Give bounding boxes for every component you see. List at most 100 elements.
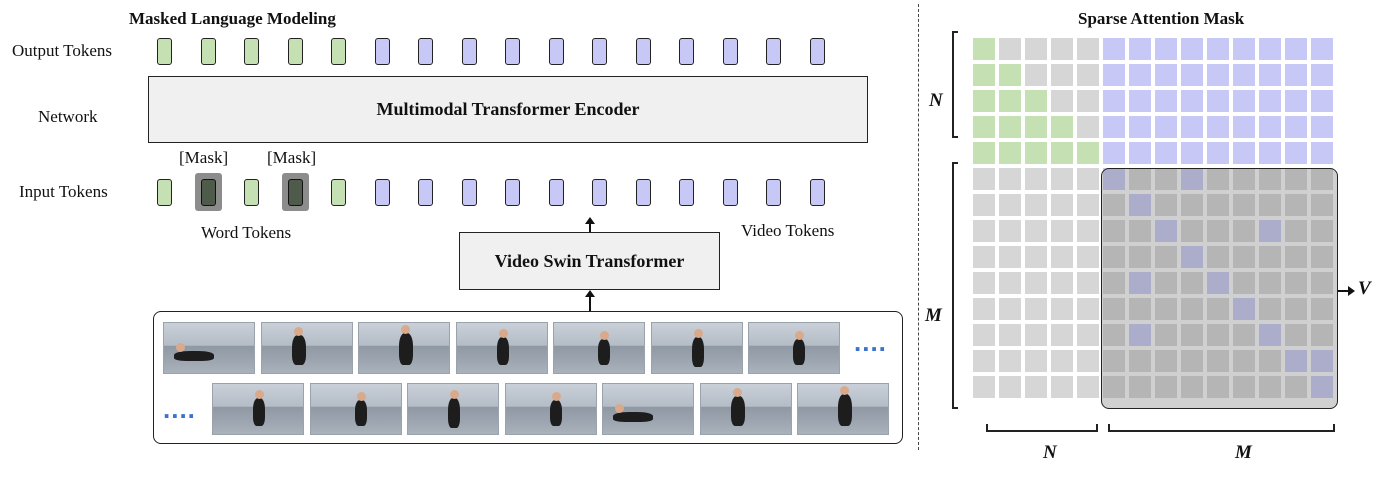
dancer-figure — [448, 398, 460, 428]
mask-cell — [973, 116, 995, 138]
mask-cell — [1077, 90, 1099, 112]
mask-cell — [1025, 64, 1047, 86]
mask-cell — [973, 168, 995, 190]
word-token — [331, 179, 346, 206]
video-token — [810, 38, 825, 65]
video-token — [810, 179, 825, 206]
word-token — [157, 38, 172, 65]
mask-cell — [1181, 116, 1203, 138]
n-bottom-label: N — [1043, 442, 1057, 464]
mask-cell — [999, 116, 1021, 138]
mask-cell — [1051, 350, 1073, 372]
mask-cell — [1233, 38, 1255, 60]
mask-cell — [973, 64, 995, 86]
mask-cell — [1051, 90, 1073, 112]
word-token — [288, 38, 303, 65]
mask-cell — [1025, 298, 1047, 320]
mask-cell — [1181, 38, 1203, 60]
dancer-figure — [253, 398, 265, 426]
mask-cell — [1129, 38, 1151, 60]
m-side-bracket — [952, 162, 958, 409]
video-swin-box: Video Swin Transformer — [459, 232, 720, 290]
mask-cell — [1077, 64, 1099, 86]
video-token — [592, 38, 607, 65]
mask-cell — [973, 324, 995, 346]
mask-cell — [1051, 116, 1073, 138]
dancer-head — [176, 343, 185, 352]
mask-cell — [1077, 376, 1099, 398]
mask-cell — [1285, 116, 1307, 138]
mask-cell — [1025, 194, 1047, 216]
mask-cell — [1311, 116, 1333, 138]
mask-cell — [1181, 64, 1203, 86]
mask-cell — [1051, 298, 1073, 320]
n-bottom-bracket — [986, 424, 1098, 432]
mask-cell — [973, 298, 995, 320]
dancer-head — [600, 331, 609, 340]
mask-cell — [1233, 64, 1255, 86]
mask-cell — [1025, 168, 1047, 190]
mask-cell — [973, 272, 995, 294]
video-frame — [261, 322, 353, 374]
arrow-frames-to-swin — [589, 295, 591, 311]
output-tokens-label: Output Tokens — [12, 41, 112, 61]
mask-cell — [999, 168, 1021, 190]
input-tokens-label: Input Tokens — [19, 182, 108, 202]
dancer-head — [733, 388, 742, 397]
video-frame — [797, 383, 889, 435]
mask-cell — [1129, 90, 1151, 112]
mask-cell — [1051, 246, 1073, 268]
mask-cell — [1077, 324, 1099, 346]
network-label: Network — [38, 107, 97, 127]
mask-cell — [1051, 220, 1073, 242]
mask-cell — [973, 246, 995, 268]
mask-cell — [1077, 220, 1099, 242]
mask-cell — [1207, 142, 1229, 164]
dancer-head — [401, 325, 410, 334]
mask-cell — [1025, 220, 1047, 242]
video-tokens-label: Video Tokens — [741, 221, 834, 241]
ellipsis-row2: .... — [163, 394, 196, 425]
mask-cell — [1103, 116, 1125, 138]
dancer-head — [552, 392, 561, 401]
mask-cell — [1051, 168, 1073, 190]
dancer-figure — [174, 351, 214, 361]
n-side-label: N — [929, 90, 943, 112]
mask-cell — [1077, 38, 1099, 60]
mask-cell — [999, 142, 1021, 164]
mask-cell — [1077, 272, 1099, 294]
masked-word-token — [201, 179, 216, 206]
video-frame — [407, 383, 499, 435]
video-token — [592, 179, 607, 206]
video-frame — [310, 383, 402, 435]
video-frame — [748, 322, 840, 374]
mask-cell — [1051, 324, 1073, 346]
multimodal-encoder-label: Multimodal Transformer Encoder — [377, 99, 640, 120]
video-frame — [553, 322, 645, 374]
ellipsis-row1: .... — [854, 327, 887, 358]
video-frame — [358, 322, 450, 374]
dancer-figure — [598, 339, 610, 365]
dancer-figure — [355, 400, 367, 426]
video-token — [375, 179, 390, 206]
mask-cell — [1025, 90, 1047, 112]
mask-cell — [1311, 64, 1333, 86]
mask-cell — [1025, 116, 1047, 138]
word-token — [157, 179, 172, 206]
mask-cell — [1051, 38, 1073, 60]
mask-cell — [1077, 298, 1099, 320]
video-token — [462, 38, 477, 65]
mask-cell — [1051, 142, 1073, 164]
mask-cell — [1285, 64, 1307, 86]
mask-cell — [1025, 38, 1047, 60]
mask-cell — [1103, 64, 1125, 86]
video-attention-region — [1101, 168, 1338, 409]
video-token — [549, 38, 564, 65]
video-token — [723, 38, 738, 65]
video-token — [766, 179, 781, 206]
word-token — [331, 38, 346, 65]
dancer-figure — [399, 333, 413, 365]
mask-cell — [1129, 64, 1151, 86]
mask-cell — [1233, 116, 1255, 138]
mask-cell — [1207, 64, 1229, 86]
